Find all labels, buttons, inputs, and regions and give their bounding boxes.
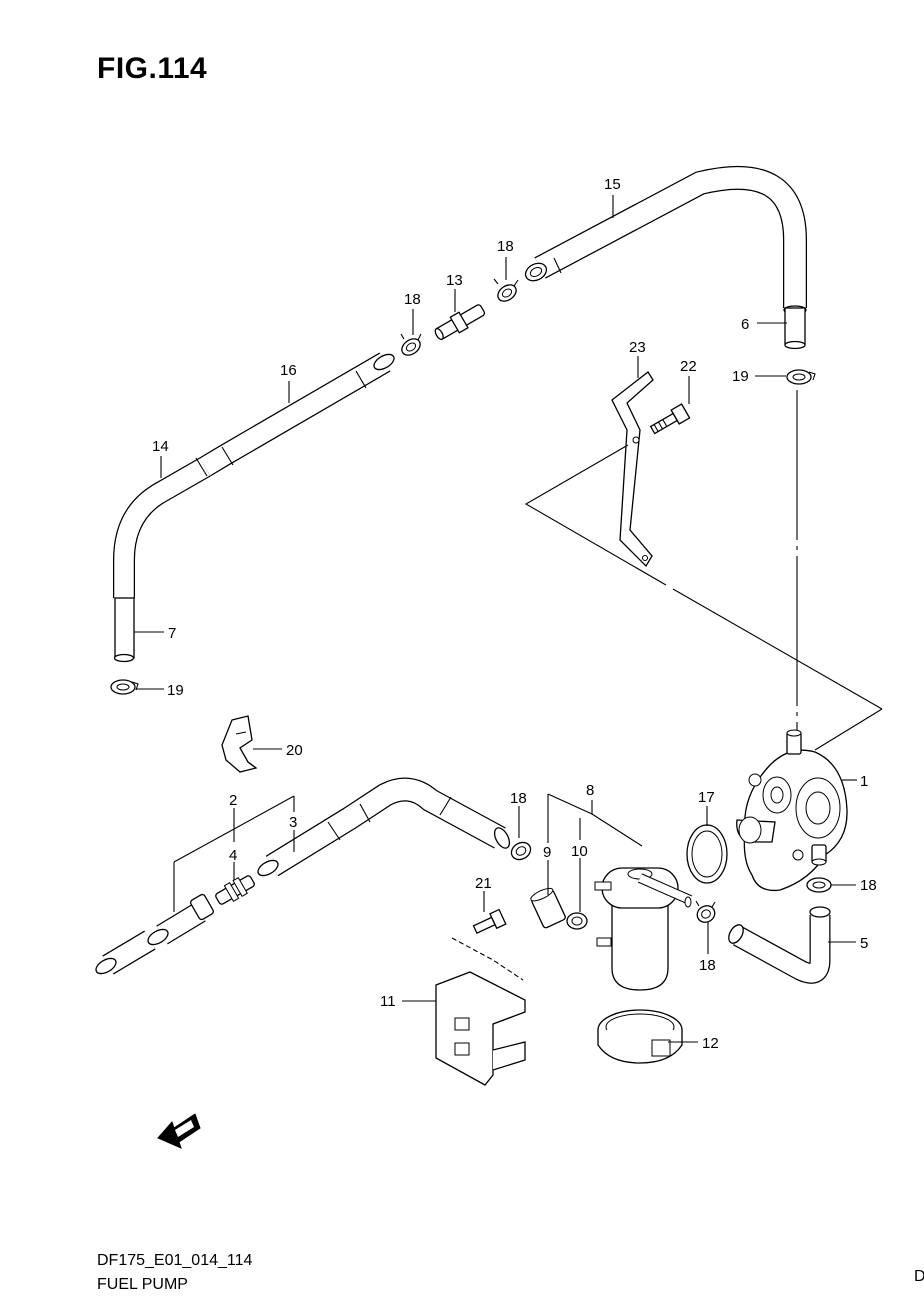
clamp-18-right xyxy=(806,877,832,893)
callout-19-a: 19 xyxy=(732,368,749,385)
footer-title: FUEL PUMP xyxy=(97,1276,188,1293)
callout-18-e: 18 xyxy=(699,957,716,974)
o-ring-17 xyxy=(686,824,728,884)
bolt-21 xyxy=(472,908,507,934)
bracket-23 xyxy=(611,371,654,568)
callout-23: 23 xyxy=(629,339,646,356)
callout-17: 17 xyxy=(698,789,715,806)
hose-14 xyxy=(113,457,211,598)
callout-22: 22 xyxy=(680,358,697,375)
bracket-11 xyxy=(435,937,526,1086)
hose-9 xyxy=(530,887,566,929)
clamp-19-left xyxy=(110,679,139,695)
leader-lines xyxy=(134,195,857,1043)
hose-15 xyxy=(524,165,807,315)
callout-labels: 1 2 3 4 5 6 7 8 9 10 11 12 13 14 15 16 1… xyxy=(152,176,877,1052)
clamp-18-mid xyxy=(510,841,532,861)
callout-6: 6 xyxy=(741,316,749,333)
bolt-22 xyxy=(649,403,691,435)
clamp-10 xyxy=(566,912,588,930)
hose-3 xyxy=(257,777,511,877)
callout-13: 13 xyxy=(446,272,463,289)
fuel-filter-8 xyxy=(594,867,693,991)
callout-5: 5 xyxy=(860,935,868,952)
callout-20: 20 xyxy=(286,742,303,759)
callout-8: 8 xyxy=(586,782,594,799)
footer-code: DF175_E01_014_114 xyxy=(97,1252,253,1269)
reference-lines xyxy=(524,390,883,751)
callout-2: 2 xyxy=(229,792,237,809)
fwd-arrow-icon xyxy=(157,1113,201,1149)
hose-end-6 xyxy=(784,307,806,350)
clamp-19-right xyxy=(786,369,816,385)
clip-20 xyxy=(221,715,258,773)
callout-16: 16 xyxy=(280,362,297,379)
callout-1: 1 xyxy=(860,773,868,790)
callout-15: 15 xyxy=(604,176,621,193)
clamp-18-upper-left xyxy=(400,333,422,356)
callout-19-b: 19 xyxy=(167,682,184,699)
connector-4 xyxy=(215,875,255,905)
callout-18-c: 18 xyxy=(510,790,527,807)
joint-13 xyxy=(434,304,486,341)
callout-11: 11 xyxy=(380,993,396,1010)
callout-21: 21 xyxy=(475,875,492,892)
callout-18-a: 18 xyxy=(497,238,514,255)
fuel-pump-1 xyxy=(736,729,848,892)
clip-12 xyxy=(597,1009,683,1064)
callout-14: 14 xyxy=(152,438,169,455)
edge-mark: D xyxy=(914,1268,924,1285)
callout-18-d: 18 xyxy=(860,877,877,894)
callout-9: 9 xyxy=(543,844,551,861)
clamp-18-lower xyxy=(695,900,716,923)
hose-end-7 xyxy=(113,597,135,663)
clamp-18-upper-right xyxy=(493,278,519,302)
hose-16 xyxy=(199,352,395,477)
callout-3: 3 xyxy=(289,814,297,831)
hose-5 xyxy=(728,906,831,984)
callout-18-b: 18 xyxy=(404,291,421,308)
hose-2 xyxy=(95,893,214,975)
callout-4: 4 xyxy=(229,847,237,864)
callout-7: 7 xyxy=(168,625,176,642)
figure-title: FIG.114 xyxy=(97,52,208,85)
callout-12: 12 xyxy=(702,1035,719,1052)
callout-10: 10 xyxy=(571,843,588,860)
